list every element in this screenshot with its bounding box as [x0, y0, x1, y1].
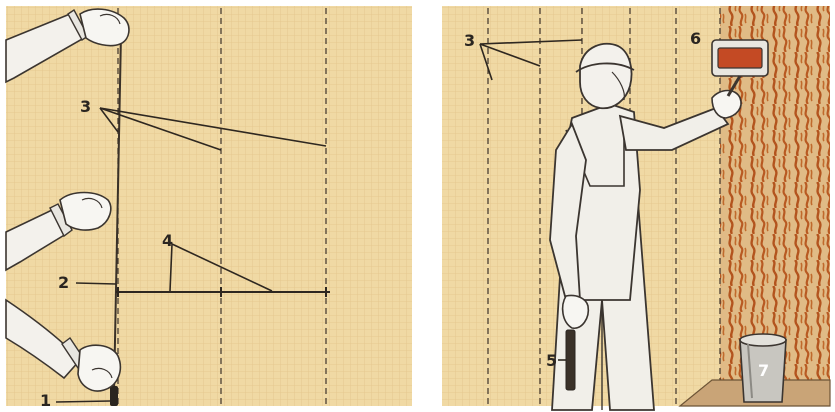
label-vertical-marks: 3 — [80, 97, 91, 116]
label-plumb-weight: 1 — [40, 391, 51, 410]
right-panel: 3 5 6 7 — [442, 6, 830, 410]
label-sheet-width: 4 — [162, 231, 173, 250]
left-panel: 3 4 2 1 — [6, 6, 412, 410]
label-bucket: 7 — [758, 361, 769, 380]
label-roller: 6 — [690, 29, 701, 48]
label-plumb-tool: 5 — [546, 351, 557, 370]
label-plumb-line: 2 — [58, 273, 69, 292]
leader-line — [56, 401, 110, 402]
label-vertical-marks: 3 — [464, 31, 475, 50]
panel-divider — [412, 0, 442, 412]
plumb-tool — [566, 330, 575, 390]
plumb-weight — [110, 386, 118, 406]
leader-line — [76, 283, 116, 284]
